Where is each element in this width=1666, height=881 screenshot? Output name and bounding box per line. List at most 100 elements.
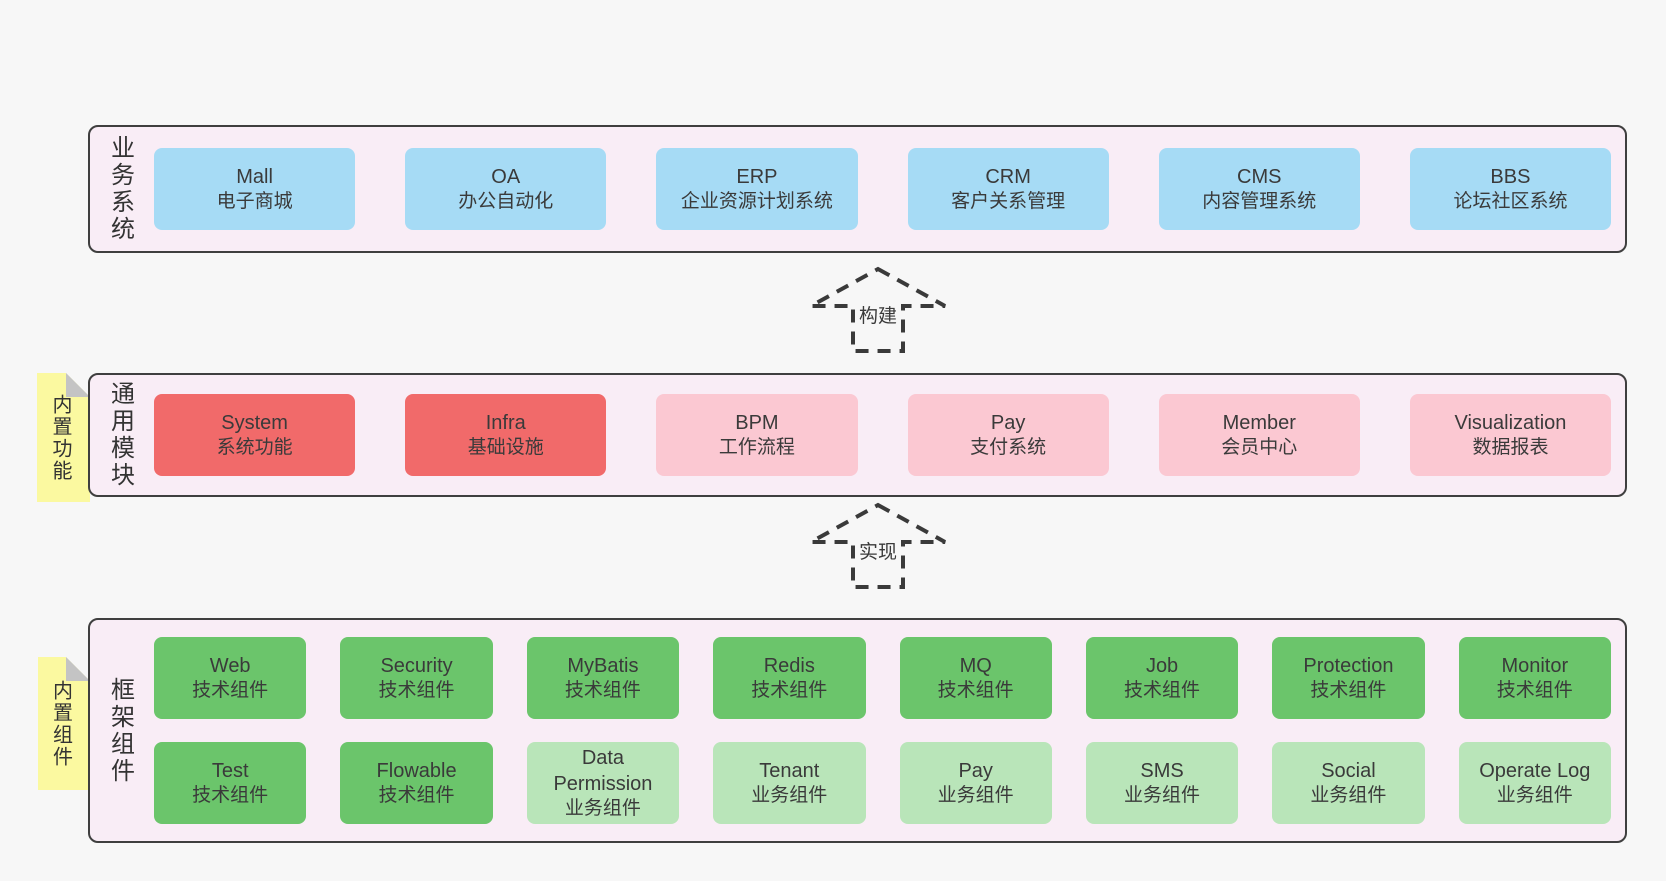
implement-arrow: 实现 — [808, 502, 948, 590]
module-box-title: BBS — [1490, 165, 1531, 188]
module-box-title: MQ — [959, 654, 992, 677]
module-box-subtitle: 客户关系管理 — [951, 190, 1066, 212]
builtin-features-note-label: 内置功能 — [49, 393, 71, 482]
module-box-title: Tenant — [759, 759, 820, 782]
module-box-title: Infra — [485, 411, 526, 434]
module-box-title: Security — [380, 654, 453, 677]
module-box-subtitle: 技术组件 — [1124, 679, 1201, 701]
module-box-subtitle: 电子商城 — [216, 190, 293, 212]
up-arrow-icon — [810, 266, 946, 353]
module-box-subtitle: 基础设施 — [467, 436, 544, 458]
module-box-title: Protection — [1303, 654, 1394, 677]
module-box-subtitle: 业务组件 — [751, 784, 828, 806]
module-box-title: CMS — [1237, 165, 1282, 188]
module-box-subtitle: 技术组件 — [1310, 679, 1387, 701]
module-box-title: Mall — [236, 165, 273, 188]
module-box-subtitle: 内容管理系统 — [1202, 190, 1317, 212]
module-box-title: Pay — [958, 759, 993, 782]
module-box-title: SMS — [1140, 759, 1184, 782]
module-box-subtitle: 系统功能 — [216, 436, 293, 458]
module-box-title: BPM — [735, 411, 779, 434]
module-box-subtitle: 企业资源计划系统 — [680, 190, 833, 212]
module-box-title: Data Permission — [553, 746, 653, 795]
layer-common-modules-label: 通用模块 — [106, 381, 134, 489]
up-arrow-icon — [810, 502, 946, 589]
module-box-title: Pay — [990, 411, 1026, 434]
module-box-title: Visualization — [1454, 411, 1567, 434]
layer-framework-components-label: 框架组件 — [106, 676, 134, 785]
module-box-title: Member — [1222, 411, 1296, 434]
module-box-subtitle: 会员中心 — [1221, 436, 1298, 458]
module-box-subtitle: 技术组件 — [751, 679, 828, 701]
module-box-title: ERP — [736, 165, 778, 188]
module-box-title: Flowable — [376, 759, 457, 782]
implement-arrow-label: 实现 — [854, 536, 902, 565]
module-box-subtitle: 工作流程 — [718, 436, 795, 458]
builtin-components-note-label: 内置组件 — [49, 679, 72, 768]
module-box-subtitle: 技术组件 — [937, 679, 1014, 701]
module-box-title: Monitor — [1501, 654, 1569, 677]
module-box-subtitle: 技术组件 — [192, 784, 269, 806]
module-box-subtitle: 业务组件 — [1310, 784, 1387, 806]
module-box-title: Redis — [763, 654, 815, 677]
module-box-subtitle: 办公自动化 — [458, 190, 554, 212]
module-box-subtitle: 支付系统 — [970, 436, 1047, 458]
builtin-features-note: 内置功能 — [37, 373, 90, 502]
module-box-subtitle: 业务组件 — [937, 784, 1014, 806]
module-box-subtitle: 技术组件 — [192, 679, 269, 701]
module-box-subtitle: 技术组件 — [378, 784, 455, 806]
module-box-subtitle: 业务组件 — [1124, 784, 1201, 806]
module-box-subtitle: 业务组件 — [564, 797, 641, 819]
module-box-title: CRM — [985, 165, 1031, 188]
module-box-subtitle: 业务组件 — [1496, 784, 1573, 806]
module-box-subtitle: 论坛社区系统 — [1453, 190, 1568, 212]
module-box-title: Operate Log — [1479, 759, 1591, 782]
module-box-title: Test — [211, 759, 249, 782]
module-box-subtitle: 技术组件 — [1496, 679, 1573, 701]
module-box-title: Social — [1321, 759, 1376, 782]
module-box-title: Job — [1145, 654, 1179, 677]
build-arrow: 构建 — [808, 266, 948, 354]
module-box-title: OA — [491, 165, 521, 188]
module-box-subtitle: 技术组件 — [378, 679, 455, 701]
builtin-components-note: 内置组件 — [38, 657, 90, 790]
module-box-title: System — [221, 411, 288, 434]
module-box-title: Web — [209, 654, 251, 677]
layer-business-systems-label: 业务系统 — [106, 135, 134, 243]
module-box-subtitle: 技术组件 — [564, 679, 641, 701]
